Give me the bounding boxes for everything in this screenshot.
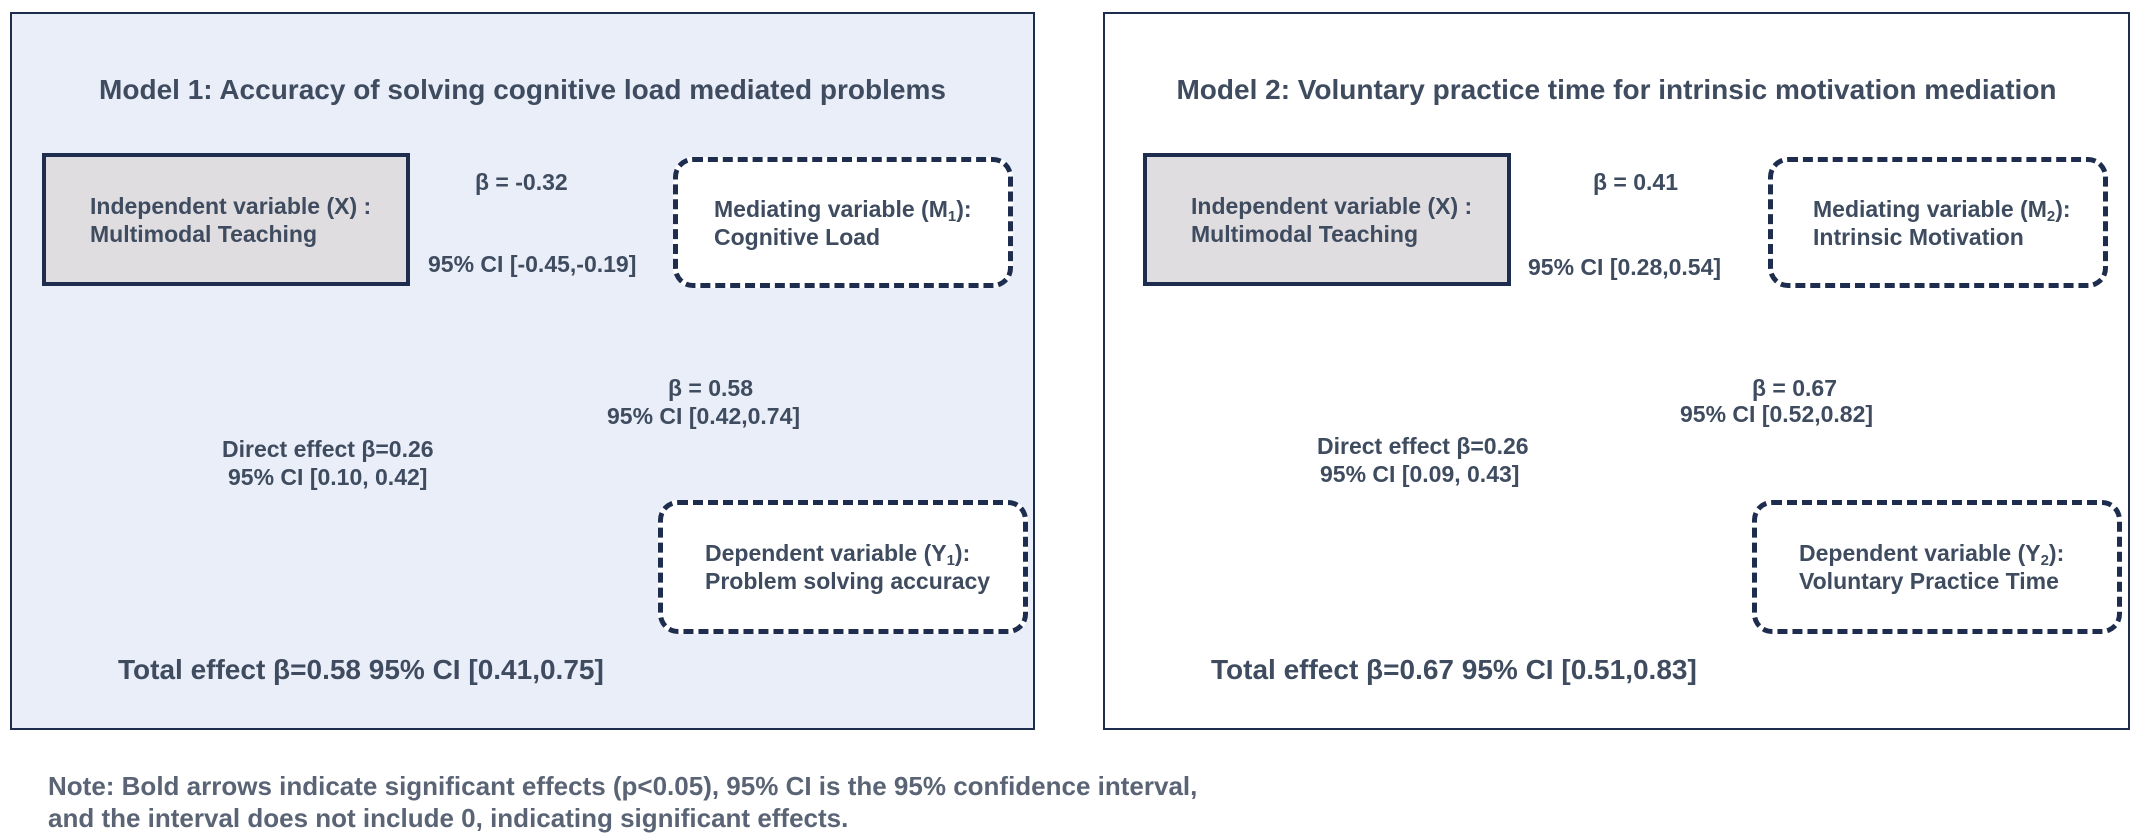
model2-x-line1: Independent variable (X) :	[1191, 192, 1473, 219]
model1-x-line1: Independent variable (X) :	[90, 192, 372, 219]
model2-direct-ci: 95% CI [0.09, 0.43]	[1320, 461, 1520, 487]
footnote: Note: Bold arrows indicate significant e…	[48, 770, 1197, 834]
model2-x-line2: Multimodal Teaching	[1191, 220, 1419, 247]
model1-path-b-ci: 95% CI [0.42,0.74]	[607, 403, 801, 429]
footnote-line1: Note: Bold arrows indicate significant e…	[48, 771, 1198, 801]
footnote-line2: and the interval does not include 0, ind…	[48, 803, 849, 833]
model2-path-a-beta: β = 0.41	[1593, 169, 1679, 195]
model1-mediator-box: Mediating variable (M1): Cognitive Load	[673, 157, 1013, 288]
model2-m-line1: Mediating variable (M2):	[1813, 195, 2071, 225]
model1-independent-box: Independent variable (X) : Multimodal Te…	[42, 153, 410, 286]
model1-dependent-box: Dependent variable (Y1): Problem solving…	[658, 500, 1028, 634]
model2-path-a-ci: 95% CI [0.28,0.54]	[1528, 254, 1722, 280]
model1-m-line2: Cognitive Load	[714, 223, 881, 250]
model2-y-line2: Voluntary Practice Time	[1799, 568, 2059, 594]
model2-direct-beta: Direct effect β=0.26	[1317, 433, 1529, 459]
model2-total-effect: Total effect β=0.67 95% CI [0.51,0.83]	[1211, 654, 1697, 685]
model1-total-effect: Total effect β=0.58 95% CI [0.41,0.75]	[118, 654, 604, 685]
model2-path-b-ci: 95% CI [0.52,0.82]	[1680, 401, 1874, 427]
model1-path-a-beta: β = -0.32	[475, 169, 568, 195]
model1-title: Model 1: Accuracy of solving cognitive l…	[99, 74, 946, 105]
model2-path-b-beta: β = 0.67	[1752, 375, 1838, 401]
model2-mediator-box: Mediating variable (M2): Intrinsic Motiv…	[1768, 157, 2108, 288]
model1-y-line2: Problem solving accuracy	[705, 568, 991, 594]
model1-direct-ci: 95% CI [0.10, 0.42]	[228, 464, 428, 490]
model2-title: Model 2: Voluntary practice time for int…	[1176, 74, 2057, 105]
model1-y-line1: Dependent variable (Y1):	[705, 540, 971, 569]
model2-independent-box: Independent variable (X) : Multimodal Te…	[1143, 153, 1511, 286]
model2-y-line1: Dependent variable (Y2):	[1799, 540, 2065, 569]
model1-path-b-beta: β = 0.58	[668, 375, 754, 401]
model2-m-line2: Intrinsic Motivation	[1813, 223, 2024, 250]
model1-direct-beta: Direct effect β=0.26	[222, 436, 434, 462]
model1-x-line2: Multimodal Teaching	[90, 220, 318, 247]
model2-dependent-box: Dependent variable (Y2): Voluntary Pract…	[1752, 500, 2122, 634]
model1-m-line1: Mediating variable (M1):	[714, 195, 972, 225]
model1-path-a-ci: 95% CI [-0.45,-0.19]	[428, 251, 637, 277]
